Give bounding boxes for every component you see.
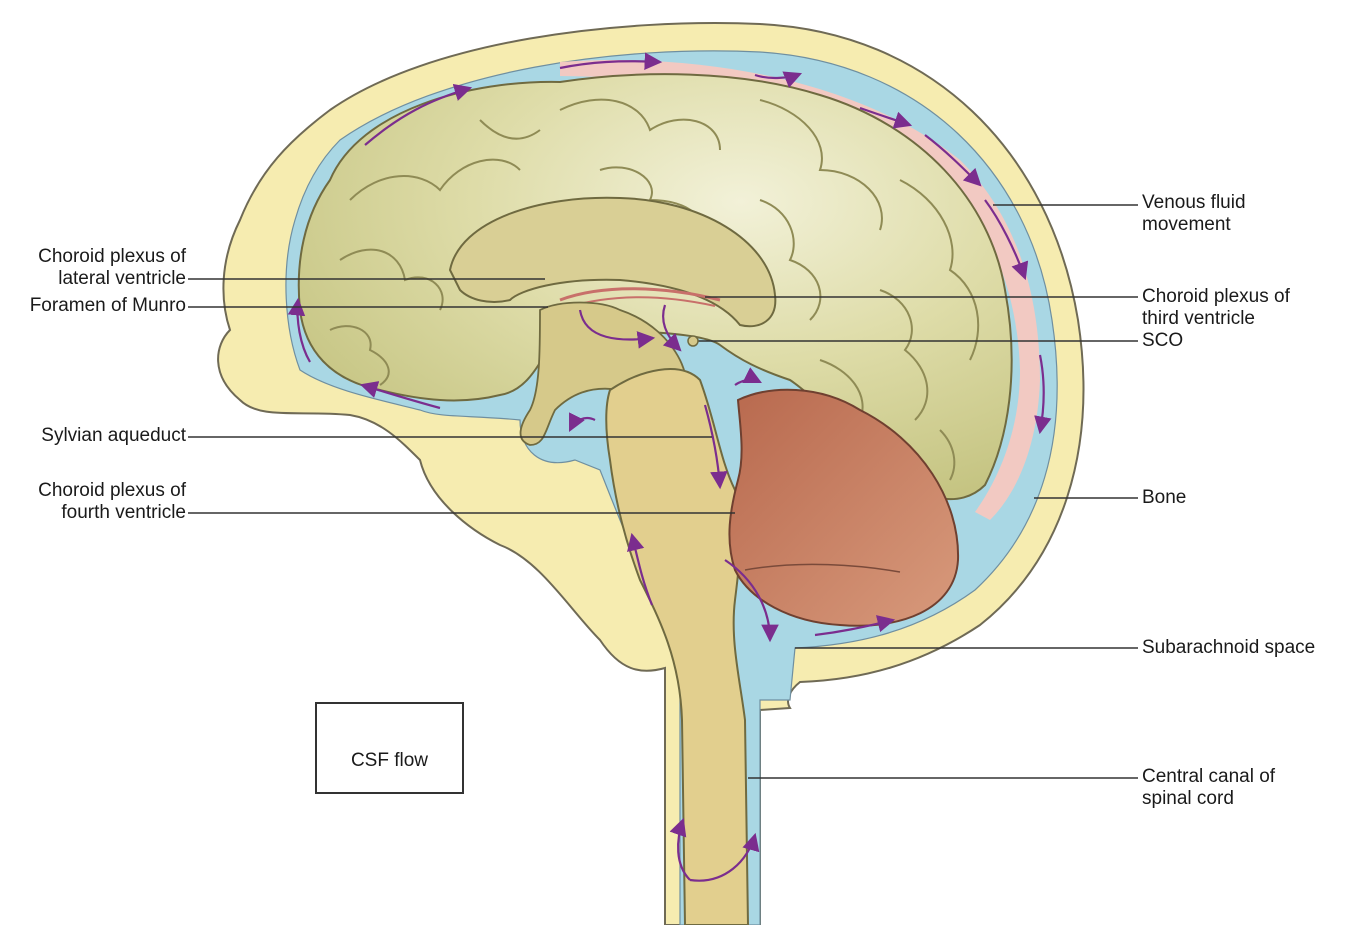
- label-choroid-plexus-third-ventricle: Choroid plexus of third ventricle: [1142, 286, 1290, 330]
- label-line: Subarachnoid space: [1142, 637, 1315, 659]
- label-line: Bone: [1142, 487, 1186, 509]
- label-foramen-of-munro: Foramen of Munro: [0, 295, 186, 317]
- label-choroid-plexus-lateral-ventricle: Choroid plexus of lateral ventricle: [20, 246, 186, 290]
- label-line: lateral ventricle: [20, 268, 186, 290]
- label-line: Choroid plexus of: [20, 480, 186, 502]
- label-line: Sylvian aqueduct: [0, 425, 186, 447]
- label-sco: SCO: [1142, 330, 1183, 352]
- label-subarachnoid-space: Subarachnoid space: [1142, 637, 1315, 659]
- label-central-canal-spinal-cord: Central canal of spinal cord: [1142, 766, 1275, 810]
- label-line: Central canal of: [1142, 766, 1275, 788]
- label-line: Foramen of Munro: [0, 295, 186, 317]
- legend-label: CSF flow: [317, 750, 462, 772]
- label-venous-fluid-movement: Venous fluid movement: [1142, 192, 1246, 236]
- label-sylvian-aqueduct: Sylvian aqueduct: [0, 425, 186, 447]
- legend: CSF flow: [315, 702, 464, 794]
- label-line: Venous fluid: [1142, 192, 1246, 214]
- label-choroid-plexus-fourth-ventricle: Choroid plexus of fourth ventricle: [20, 480, 186, 524]
- sco-marker: [688, 336, 698, 346]
- label-line: third ventricle: [1142, 308, 1290, 330]
- label-line: SCO: [1142, 330, 1183, 352]
- label-line: Choroid plexus of: [1142, 286, 1290, 308]
- label-line: spinal cord: [1142, 788, 1275, 810]
- label-line: fourth ventricle: [20, 502, 186, 524]
- label-line: movement: [1142, 214, 1246, 236]
- label-bone: Bone: [1142, 487, 1186, 509]
- label-line: Choroid plexus of: [20, 246, 186, 268]
